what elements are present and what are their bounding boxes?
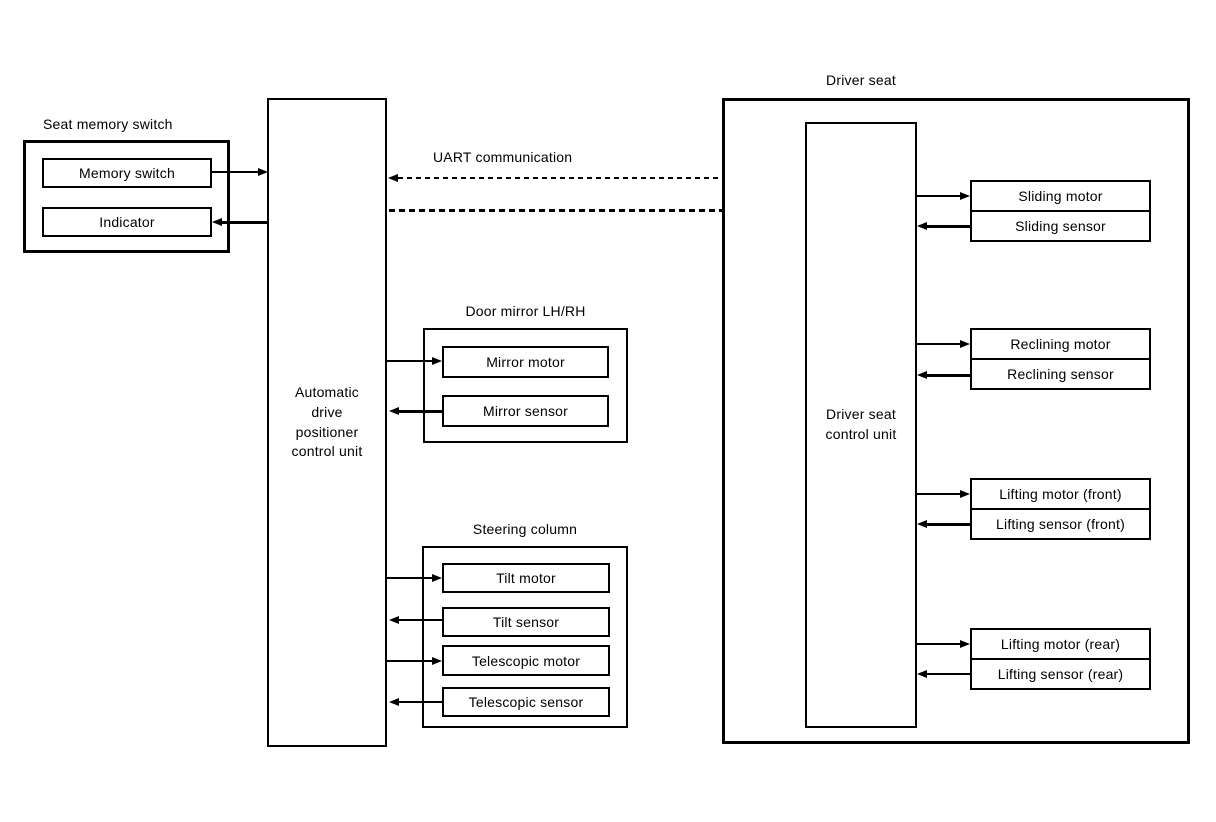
uart-tx-dashed-line [389, 209, 795, 212]
cu-to-sliding-motor-line [915, 195, 961, 197]
lifting-front-pair-box: Lifting motor (front) Lifting sensor (fr… [970, 478, 1151, 540]
sliding-sensor-to-cu-arrowhead [917, 221, 927, 230]
tilt-sensor-box: Tilt sensor [442, 607, 610, 637]
lifting-motor-rear-box: Lifting motor (rear) [972, 630, 1149, 660]
tilt-motor-box: Tilt motor [442, 563, 610, 593]
adp-to-telescopic-motor-line [387, 660, 433, 662]
lifting-sensor-front-to-cu-line [926, 522, 970, 526]
seat-memory-switch-label: Seat memory switch [43, 116, 173, 132]
reclining-sensor-to-cu-line [926, 373, 970, 377]
reclining-pair-box: Reclining motor Reclining sensor [970, 328, 1151, 390]
uart-rx-arrowhead [388, 173, 398, 182]
sliding-sensor-box: Sliding sensor [1015, 218, 1106, 234]
cu-to-reclining-motor-line [915, 343, 961, 345]
indicator-box: Indicator [42, 207, 212, 237]
cu-to-reclining-motor-arrowhead [960, 339, 970, 348]
tilt-sensor-to-adp-arrowhead [389, 615, 399, 624]
adp-to-telescopic-motor-arrowhead [432, 656, 442, 665]
lifting-sensor-front-to-cu-arrowhead [917, 519, 927, 528]
reclining-sensor-to-cu-arrowhead [917, 370, 927, 379]
cu-to-sliding-motor-arrowhead [960, 191, 970, 200]
uart-communication-label: UART communication [433, 149, 573, 165]
lifting-sensor-rear-to-cu-arrowhead [917, 669, 927, 678]
reclining-sensor-box: Reclining sensor [1007, 366, 1114, 382]
mirror-sensor-to-adp-arrowhead [389, 406, 399, 415]
mirror-sensor-box: Mirror sensor [442, 395, 609, 427]
sliding-pair-box: Sliding motor Sliding sensor [970, 180, 1151, 242]
reclining-motor-box: Reclining motor [972, 330, 1149, 360]
lifting-rear-pair-box: Lifting motor (rear) Lifting sensor (rea… [970, 628, 1151, 690]
sliding-motor-box: Sliding motor [972, 182, 1149, 212]
steering-column-label: Steering column [472, 521, 578, 537]
door-mirror-label: Door mirror LH/RH [465, 303, 586, 319]
adp-to-mirror-motor-line [387, 360, 433, 362]
lifting-motor-front-box: Lifting motor (front) [972, 480, 1149, 510]
driver-seat-control-unit-box: Driver seat control unit [805, 122, 917, 728]
driver-seat-label: Driver seat [826, 72, 896, 88]
lifting-sensor-rear-box: Lifting sensor (rear) [997, 666, 1124, 682]
adp-to-tilt-motor-line [387, 577, 433, 579]
memory-switch-to-adp-arrowhead [258, 167, 268, 176]
lifting-sensor-front-box: Lifting sensor (front) [996, 516, 1125, 532]
cu-to-lifting-motor-rear-line [915, 643, 961, 645]
adp-to-tilt-motor-arrowhead [432, 573, 442, 582]
mirror-sensor-to-adp-line [398, 409, 442, 413]
adp-control-unit-box: Automatic drive positioner control unit [267, 98, 387, 747]
tilt-sensor-to-adp-line [398, 619, 442, 621]
telescopic-motor-box: Telescopic motor [442, 645, 610, 676]
memory-switch-to-adp-line [212, 171, 259, 173]
adp-to-indicator-line [221, 221, 268, 224]
telescopic-sensor-to-adp-line [398, 701, 442, 703]
cu-to-lifting-motor-front-arrowhead [960, 489, 970, 498]
telescopic-sensor-box: Telescopic sensor [442, 687, 610, 717]
cu-to-lifting-motor-front-line [915, 493, 961, 495]
telescopic-sensor-to-adp-arrowhead [389, 697, 399, 706]
mirror-motor-box: Mirror motor [442, 346, 609, 378]
sliding-sensor-to-cu-line [926, 224, 970, 228]
uart-rx-dashed-line [398, 177, 805, 179]
cu-to-lifting-motor-rear-arrowhead [960, 639, 970, 648]
memory-switch-box: Memory switch [42, 158, 212, 188]
lifting-sensor-rear-to-cu-line [926, 673, 970, 675]
adp-to-mirror-motor-arrowhead [432, 356, 442, 365]
adp-to-indicator-arrowhead [212, 218, 222, 226]
